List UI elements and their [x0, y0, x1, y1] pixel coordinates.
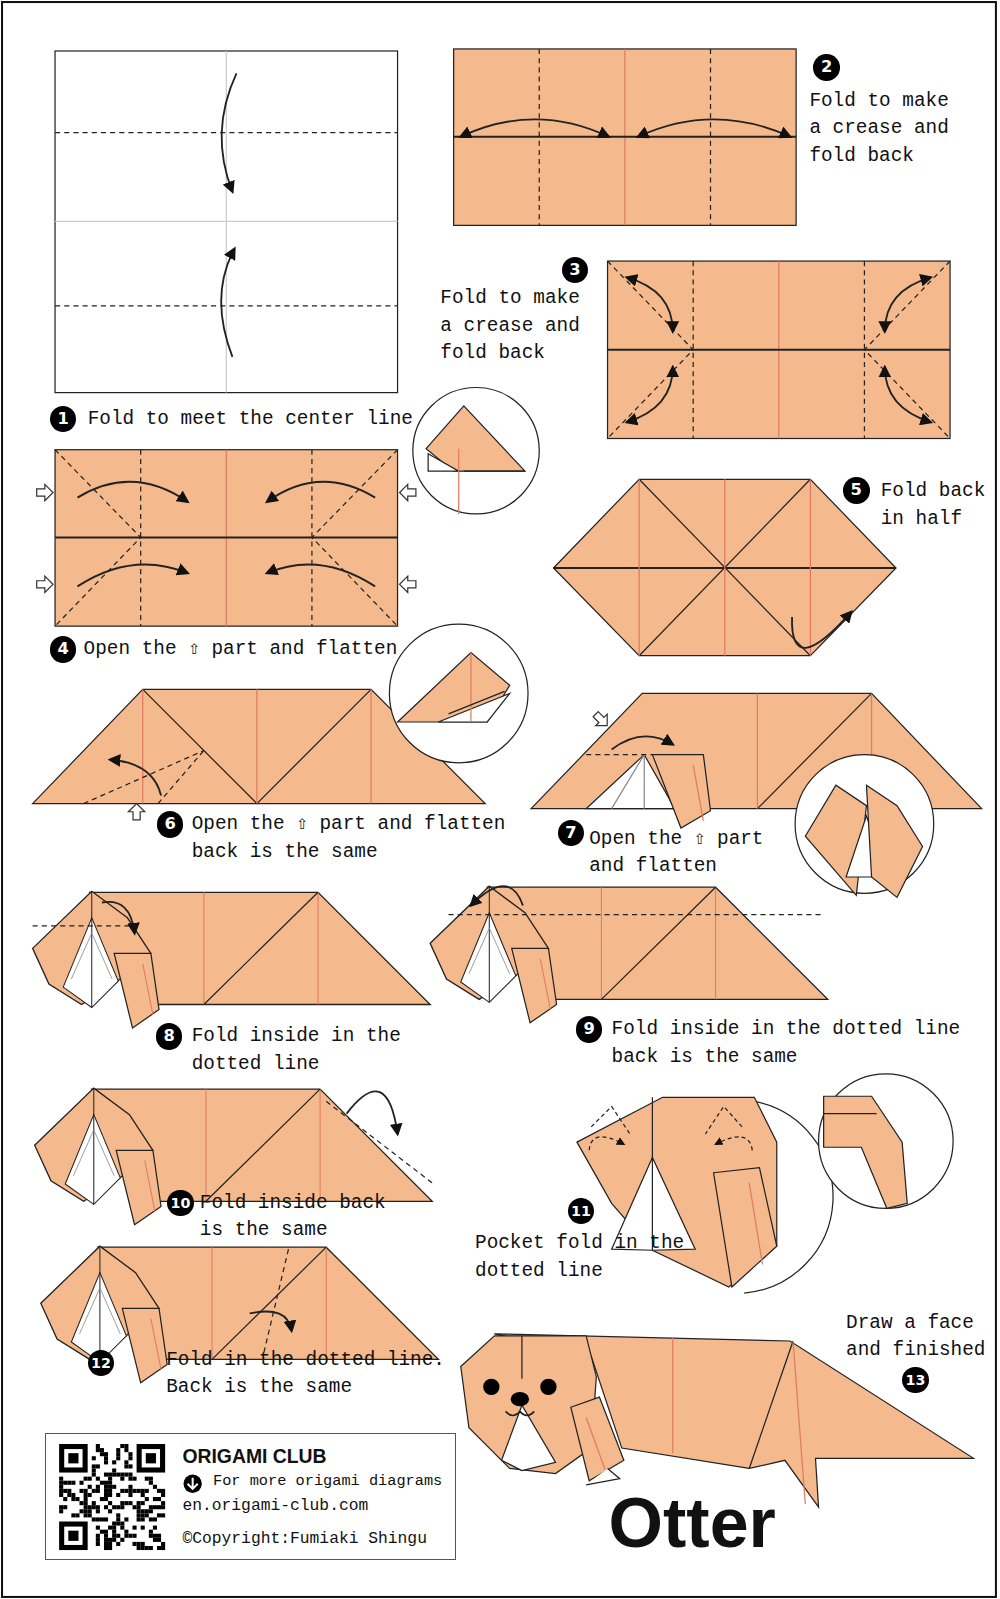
- step-number: 11: [568, 1198, 595, 1225]
- step-instruction: Fold inside in the dotted line: [192, 1023, 407, 1078]
- step-number: 2: [813, 54, 840, 81]
- step-number: 5: [843, 477, 870, 504]
- step-instruction: Pocket fold in the dotted line: [475, 1230, 690, 1285]
- credit-text: ©Copyright:Fumiaki Shingu: [182, 1529, 427, 1548]
- step-instruction: Open the ⇧ part and flatten: [84, 636, 409, 664]
- step-instruction: Fold to make a crease and fold back: [440, 285, 597, 368]
- step-number: 4: [50, 636, 77, 663]
- step-number: 7: [558, 820, 585, 847]
- step-number: 10: [167, 1190, 194, 1217]
- step-instruction: Open the ⇧ part and flatten: [589, 826, 769, 881]
- step-number: 12: [88, 1350, 115, 1377]
- step-instruction: Fold to meet the center line: [88, 406, 437, 434]
- step-instruction: Fold inside back is the same: [200, 1190, 392, 1245]
- credit-text: For more origami diagrams: [213, 1472, 442, 1490]
- club-name: ORIGAMI CLUB: [182, 1445, 326, 1468]
- step-instruction: Fold inside in the dotted line back is t…: [612, 1016, 966, 1071]
- step-instruction: Open the ⇧ part and flatten back is the …: [192, 811, 517, 866]
- step-number: 1: [50, 406, 77, 433]
- step-instruction: Fold in the dotted line. Back is the sam…: [166, 1347, 451, 1402]
- step-instruction: Fold back in half: [881, 478, 991, 533]
- step-number: 6: [157, 811, 184, 838]
- step-instruction: Draw a face and finished: [846, 1310, 991, 1365]
- credit-text: en.origami-club.com: [182, 1496, 368, 1515]
- step-number: 8: [156, 1023, 183, 1050]
- title: Otter: [609, 1488, 776, 1558]
- step-number: 3: [562, 257, 589, 284]
- step-number: 13: [902, 1367, 929, 1394]
- credit-box: ORIGAMI CLUB For more origami diagrams en.…: [45, 1433, 456, 1559]
- step-instruction: Fold to make a crease and fold back: [809, 88, 966, 171]
- step-number: 9: [576, 1016, 603, 1043]
